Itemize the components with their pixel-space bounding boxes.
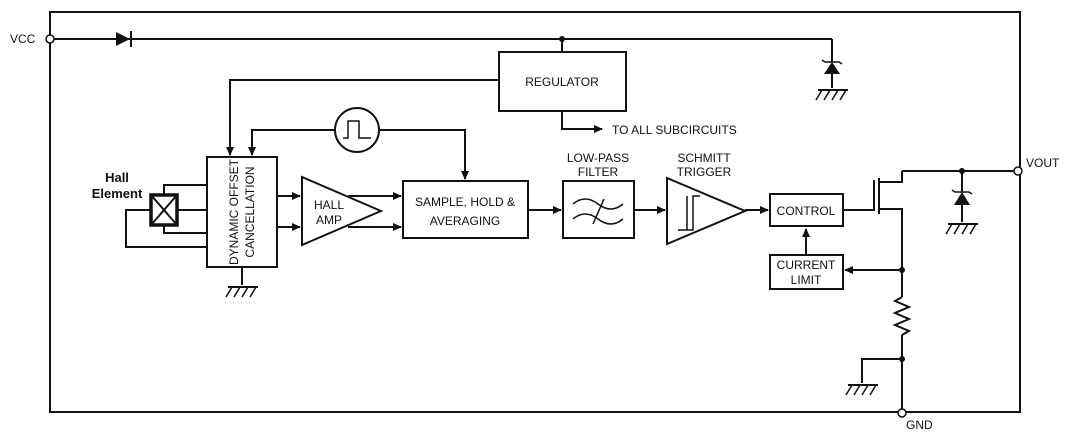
regulator-to-offset bbox=[226, 79, 499, 156]
vout-label: VOUT bbox=[1026, 156, 1060, 170]
hall-wire-bottom bbox=[163, 225, 207, 234]
schmitt-trigger-block bbox=[666, 176, 748, 246]
gnd-pin bbox=[897, 408, 907, 418]
offset-cancellation-block bbox=[206, 156, 278, 268]
schmitt-label-1: SCHMITT bbox=[677, 151, 731, 165]
zener-diode-icon bbox=[821, 59, 843, 88]
sample-hold-block bbox=[402, 180, 529, 239]
clock-waveform-icon bbox=[343, 120, 371, 139]
clock-to-sample bbox=[379, 129, 469, 180]
chip-outline bbox=[49, 11, 1021, 413]
sample-hold-label-2: AVERAGING bbox=[430, 214, 500, 228]
schmitt-label-2: TRIGGER bbox=[677, 165, 732, 179]
control-label: CONTROL bbox=[777, 204, 836, 218]
clock-to-offset bbox=[248, 129, 335, 156]
hall-wire-top bbox=[163, 184, 207, 195]
clock-oscillator bbox=[334, 107, 380, 153]
hall-amp-label-2: AMP bbox=[316, 213, 342, 227]
ground-icon bbox=[225, 286, 258, 298]
hysteresis-icon bbox=[678, 195, 700, 231]
ground-icon bbox=[845, 384, 878, 396]
low-pass-label-2: FILTER bbox=[578, 165, 619, 179]
current-limit-label-2: LIMIT bbox=[791, 273, 822, 287]
hall-element-label-1: Hall bbox=[105, 170, 129, 185]
vcc-label: VCC bbox=[10, 32, 36, 46]
sense-resistor-icon bbox=[892, 296, 912, 336]
mosfet-icon bbox=[878, 171, 903, 232]
hall-amp-label-1: HALL bbox=[314, 198, 344, 212]
zener-diode-icon bbox=[951, 189, 973, 222]
filter-waveform-icon bbox=[572, 198, 624, 225]
hall-element-icon bbox=[149, 193, 179, 227]
ground-icon bbox=[815, 89, 848, 101]
control-to-gate bbox=[843, 180, 875, 211]
hall-element-label-2: Element bbox=[92, 186, 143, 201]
ground-icon bbox=[945, 223, 978, 235]
hall-amp-block bbox=[301, 175, 384, 247]
current-limit-label-1: CURRENT bbox=[777, 258, 836, 272]
regulator-block bbox=[498, 51, 627, 112]
current-limit-block bbox=[769, 254, 844, 290]
regulator-to-subcircuits bbox=[561, 111, 603, 133]
subcircuits-label: TO ALL SUBCIRCUITS bbox=[612, 123, 737, 137]
vcc-diode-icon bbox=[116, 31, 132, 47]
hall-wire-left bbox=[125, 209, 207, 248]
ground-branch-wire bbox=[861, 358, 902, 383]
low-pass-filter-block bbox=[562, 180, 635, 239]
vout-pin bbox=[1013, 166, 1023, 176]
low-pass-label-1: LOW-PASS bbox=[567, 151, 629, 165]
offset-cancellation-label-1: DYNAMIC OFFSET bbox=[227, 158, 241, 265]
offset-cancellation-label-2: CANCELLATION bbox=[243, 166, 257, 257]
vcc-pin bbox=[45, 34, 55, 44]
gnd-label: GND bbox=[906, 418, 933, 432]
regulator-label: REGULATOR bbox=[525, 75, 599, 89]
sample-hold-label-1: SAMPLE, HOLD & bbox=[415, 195, 515, 209]
